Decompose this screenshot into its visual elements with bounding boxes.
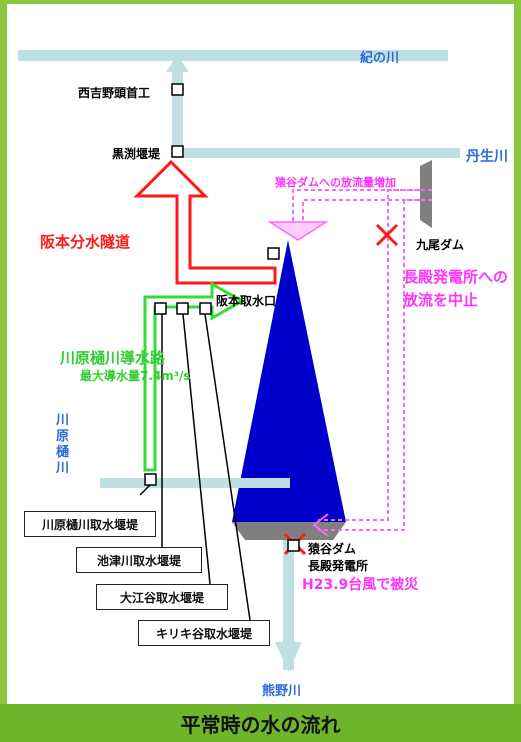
nyukawa-river: [178, 148, 460, 158]
intake-box-kawarahigawa: 川原樋川取水堰堤: [24, 511, 156, 537]
leader-line-1: [139, 484, 151, 496]
leader-line-3: [182, 313, 211, 585]
nishiyoshino-label: 西吉野頭首工: [78, 86, 151, 100]
footer-title: 平常時の水の流れ: [0, 704, 521, 742]
kuodam-shape: [420, 160, 432, 228]
kinokawa-connector: [172, 66, 183, 152]
kuodam-label: 九尾ダム: [416, 238, 465, 252]
saruya-dam-body: [232, 240, 346, 522]
stop-discharge-label-2: 放流を中止: [403, 291, 479, 309]
nagatono-label: 長殿発電所: [308, 559, 369, 573]
intake-box-kirikitani: キリキ谷取水堰堤: [138, 620, 270, 646]
kumanogawa-label: 熊野川: [262, 684, 302, 699]
saruya-dam-label: 猿谷ダム: [308, 542, 357, 556]
intake-marker-3: [176, 302, 189, 315]
kumanogawa-river-lower: [283, 600, 294, 670]
nyukawa-label: 丹生川: [466, 149, 508, 165]
sakamoto-tunnel-arrow: [133, 159, 277, 285]
kurobuchi-marker: [171, 145, 184, 158]
intake-marker-2: [154, 302, 167, 315]
kumanogawa-river: [283, 540, 294, 620]
discharge-increase-path-2: [302, 199, 420, 222]
kumanogawa-arrow: [275, 642, 302, 672]
stop-discharge-path-2: [318, 189, 432, 521]
sakamoto-intake-marker: [267, 247, 280, 260]
discharge-increase-label: 猿谷ダムへの放流量増加: [275, 176, 396, 189]
intake-marker-1: [144, 473, 157, 486]
nagatono-damage-label: H23.9台風で被災: [302, 577, 419, 593]
discharge-increase-path: [292, 189, 420, 222]
kinokawa-arrow: [166, 55, 189, 72]
stop-mark-kuo: [375, 223, 399, 247]
kawarahigawa-river-label: 川 原 樋 川: [56, 413, 70, 476]
kawarahigawa-channel-label: 川原樋川導水路: [60, 349, 166, 367]
kurobuchi-label: 黒渕堰堤: [112, 147, 161, 161]
stop-discharge-arrowhead: [312, 513, 329, 537]
intake-marker-4: [199, 302, 212, 315]
intake-box-ikezugawa: 池津川取水堰堤: [76, 547, 202, 573]
kawarahigawa-river: [100, 478, 290, 488]
nagatono-marker: [287, 539, 300, 552]
nishiyoshino-marker: [171, 83, 184, 96]
leader-line-4: [204, 313, 251, 621]
sakamoto-intake-label: 阪本取水口: [216, 294, 277, 308]
channel-capacity-label: 最大導水量7.4m³/s: [80, 369, 191, 383]
discharge-increase-arrowhead: [267, 221, 329, 241]
kinokawa-label: 紀の川: [360, 51, 400, 66]
sakamoto-tunnel-label: 阪本分水隧道: [40, 233, 131, 251]
stop-discharge-path: [318, 199, 432, 531]
stop-discharge-label-1: 長殿発電所への: [403, 268, 509, 286]
kinokawa-river: [18, 50, 448, 61]
intake-box-oetani: 大江谷取水堰堤: [96, 584, 228, 610]
